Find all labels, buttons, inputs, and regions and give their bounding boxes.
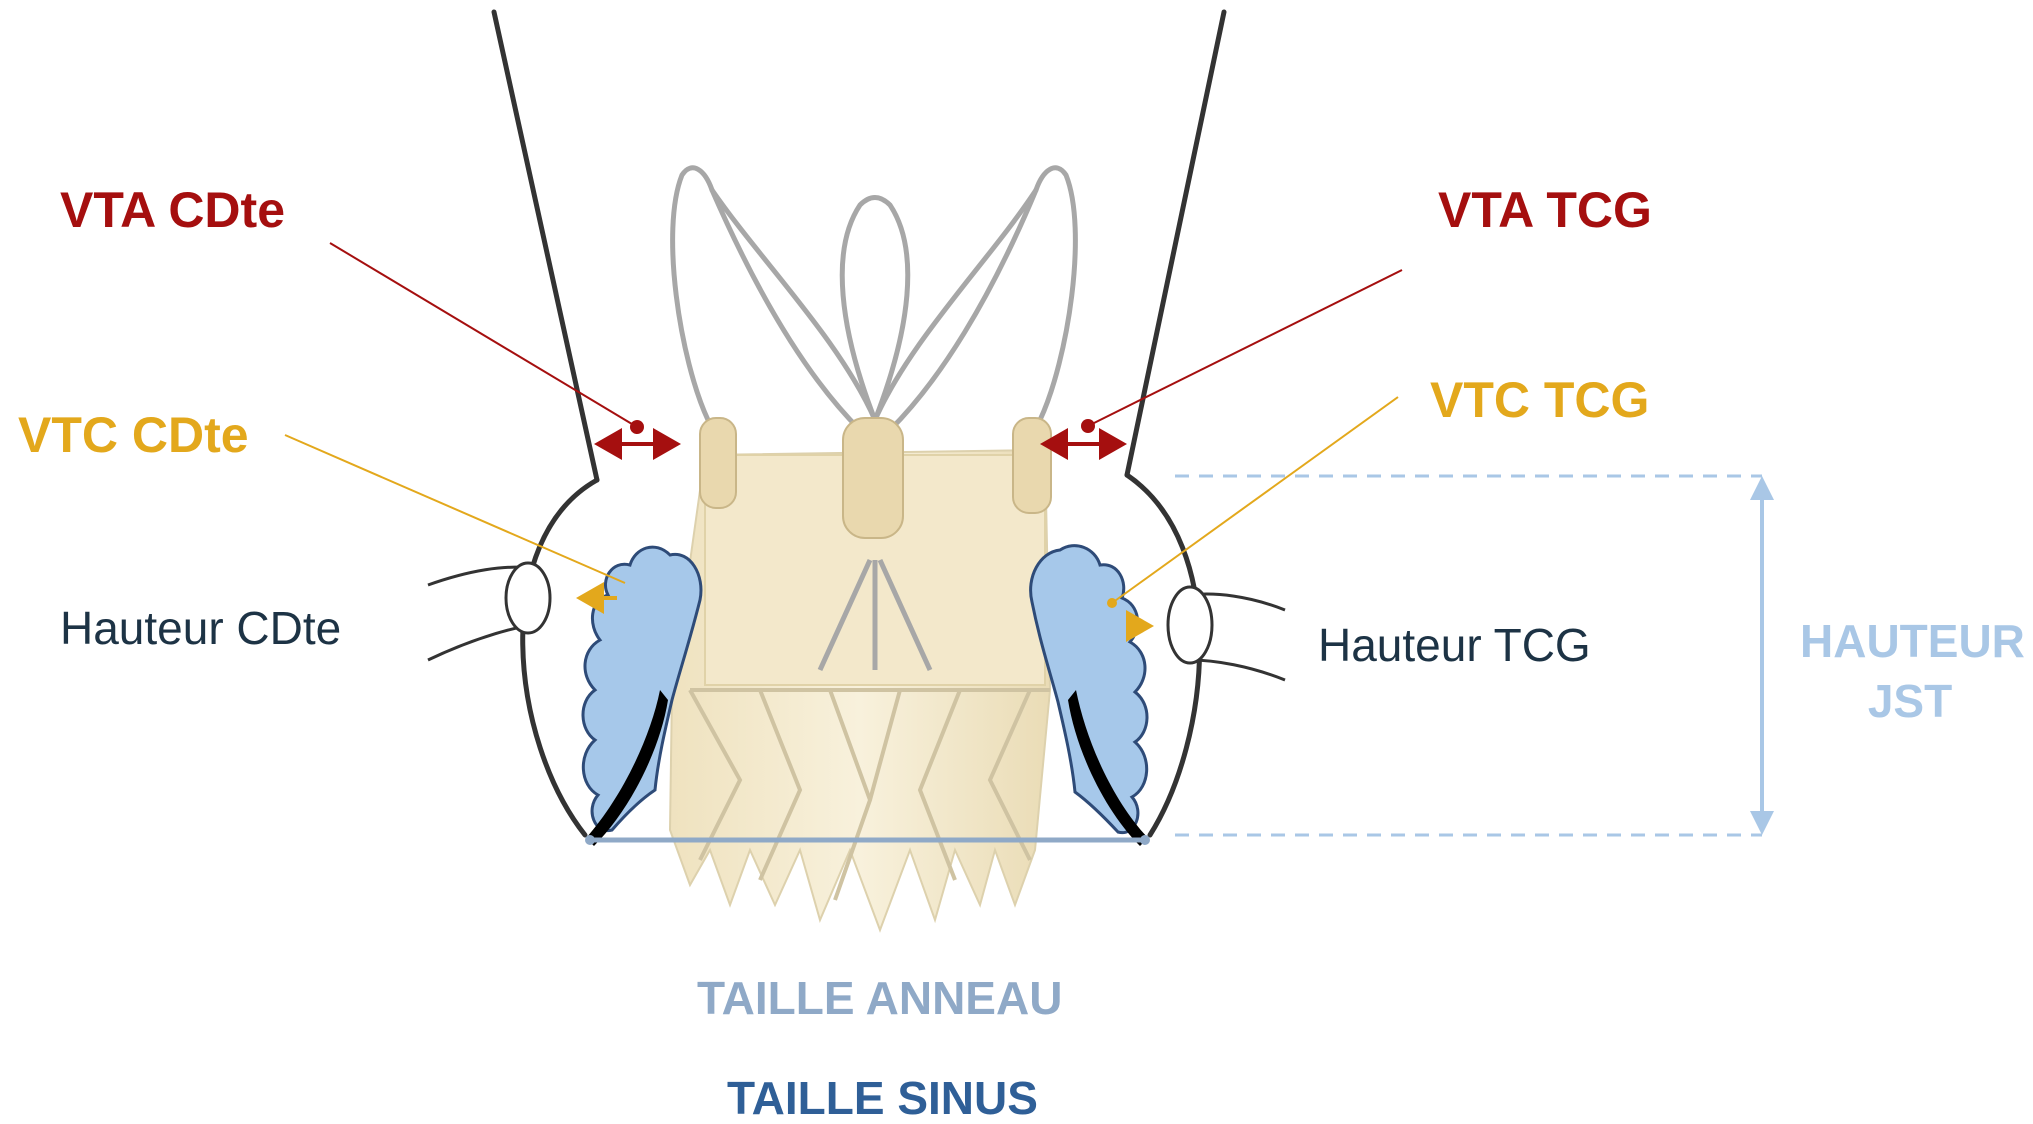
aorta-left-wall — [494, 12, 597, 480]
commissure-post-center — [843, 418, 903, 538]
commissure-post-right — [1013, 418, 1051, 513]
annulus-end-right — [1140, 835, 1150, 845]
vta-cdte-label: VTA CDte — [60, 185, 285, 235]
vtc-tcg-label: VTC TCG — [1430, 375, 1649, 425]
commissure-post-left — [700, 418, 736, 508]
coronary-left — [428, 563, 550, 660]
valve-frame-wires — [673, 168, 1076, 430]
coronary-right — [1168, 587, 1285, 680]
vtc-tcg-annotation — [1107, 397, 1398, 626]
vta-tcg-label: VTA TCG — [1438, 185, 1652, 235]
hauteur-jst-label: HAUTEUR JST — [1800, 612, 2020, 732]
aorta-right-wall — [1127, 12, 1224, 475]
vtc-cdte-label: VTC CDte — [18, 410, 249, 460]
hauteur-jst-line2: JST — [1800, 672, 2020, 732]
hauteur-jst-line1: HAUTEUR — [1800, 612, 2020, 672]
hauteur-cdte-label: Hauteur CDte — [60, 605, 341, 651]
vta-tcg-annotation — [1044, 270, 1402, 444]
taille-sinus-label: TAILLE SINUS — [727, 1075, 1038, 1121]
annulus-end-left — [585, 835, 595, 845]
vtc-cdte-annotation — [285, 435, 625, 598]
taille-anneau-label: TAILLE ANNEAU — [697, 975, 1062, 1021]
vta-cdte-annotation — [330, 243, 677, 444]
hauteur-tcg-label: Hauteur TCG — [1318, 622, 1591, 668]
